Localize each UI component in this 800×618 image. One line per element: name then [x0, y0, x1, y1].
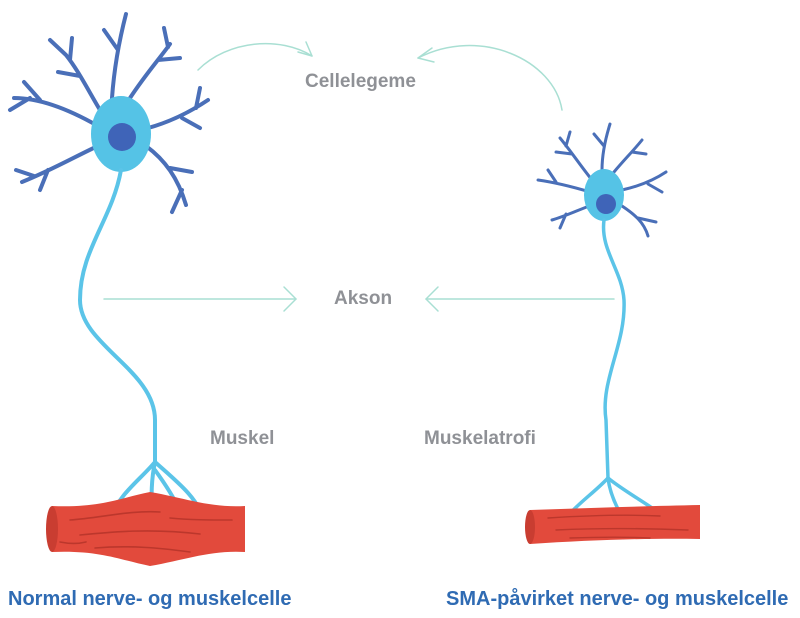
label-cell-body: Cellelegeme [305, 71, 416, 92]
arrow-cell-body-left [197, 42, 313, 71]
caption-normal: Normal nerve- og muskelcelle [8, 588, 292, 610]
sma-dendrites [536, 122, 668, 238]
label-muscle: Muskel [210, 428, 275, 449]
arrow-cell-body-right [417, 44, 563, 111]
arrows [103, 41, 615, 312]
sma-nucleus [596, 194, 616, 214]
caption-sma: SMA-påvirket nerve- og muskelcelle [446, 588, 789, 610]
normal-neuron [8, 12, 210, 530]
normal-nucleus [108, 123, 136, 151]
label-muscle-atrophy: Muskelatrofi [424, 428, 536, 449]
sma-neuron [536, 122, 671, 529]
normal-muscle [46, 492, 245, 566]
label-axon: Akson [334, 288, 393, 309]
sma-muscle [525, 505, 700, 544]
sma-axon [601, 218, 626, 480]
normal-dendrites [8, 12, 210, 214]
normal-axon [77, 168, 157, 464]
